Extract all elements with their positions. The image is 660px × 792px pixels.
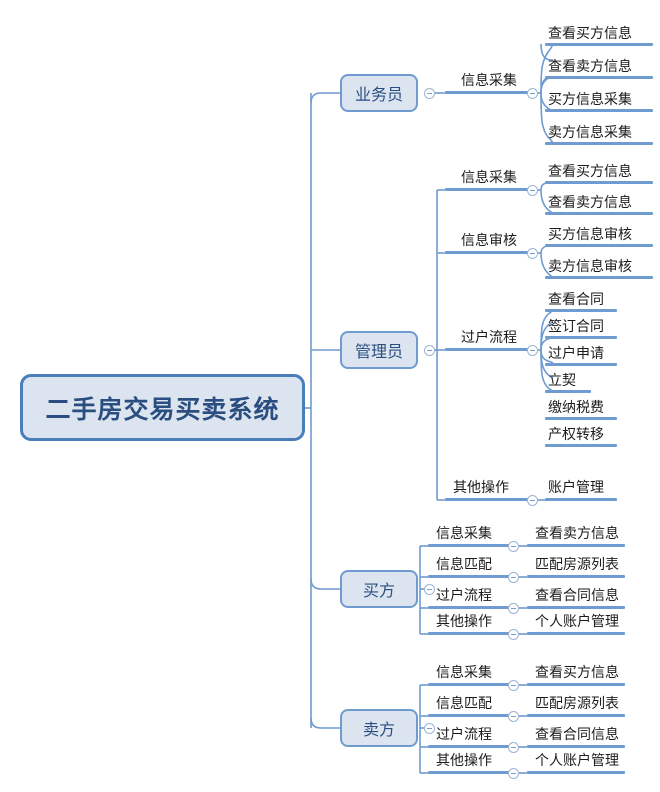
leaf-label[interactable]: 个人账户管理 (535, 752, 619, 768)
topic-underline (445, 348, 533, 351)
collapse-toggle-icon[interactable] (527, 495, 538, 506)
collapse-toggle-icon[interactable] (508, 711, 519, 722)
collapse-toggle-icon[interactable] (527, 185, 538, 196)
branch-node-salesperson[interactable]: 业务员 (340, 74, 418, 112)
collapse-toggle-icon[interactable] (508, 680, 519, 691)
topic-label[interactable]: 信息采集 (436, 525, 492, 541)
leaf-underline (545, 417, 617, 420)
leaf-label[interactable]: 过户申请 (548, 345, 604, 361)
leaf-label[interactable]: 查看合同信息 (535, 726, 619, 742)
topic-label[interactable]: 信息匹配 (436, 695, 492, 711)
leaf-underline (545, 109, 653, 112)
leaf-label[interactable]: 立契 (548, 372, 576, 388)
collapse-toggle-icon[interactable] (527, 345, 538, 356)
leaf-label[interactable]: 买方信息审核 (548, 226, 632, 242)
leaf-underline (545, 390, 591, 393)
topic-label[interactable]: 过户流程 (436, 726, 492, 742)
topic-underline (428, 606, 518, 609)
leaf-label[interactable]: 卖方信息审核 (548, 258, 632, 274)
leaf-underline (545, 309, 617, 312)
leaf-label[interactable]: 查看买方信息 (548, 163, 632, 179)
leaf-underline (545, 244, 653, 247)
collapse-toggle-icon[interactable] (527, 88, 538, 99)
leaf-underline (545, 142, 653, 145)
topic-label[interactable]: 信息采集 (461, 169, 517, 185)
collapse-toggle-icon[interactable] (424, 584, 435, 595)
topic-underline (445, 188, 533, 191)
topic-underline (428, 575, 518, 578)
leaf-label[interactable]: 查看卖方信息 (548, 58, 632, 74)
leaf-label[interactable]: 查看合同信息 (535, 587, 619, 603)
leaf-underline (527, 745, 625, 748)
leaf-underline (545, 336, 617, 339)
leaf-underline (545, 181, 653, 184)
leaf-label[interactable]: 查看卖方信息 (548, 194, 632, 210)
leaf-label[interactable]: 查看买方信息 (548, 25, 632, 41)
leaf-underline (545, 444, 617, 447)
topic-label[interactable]: 其他操作 (453, 479, 509, 495)
collapse-toggle-icon[interactable] (424, 88, 435, 99)
branch-node-administrator[interactable]: 管理员 (340, 331, 418, 369)
topic-underline (428, 771, 518, 774)
topic-underline (428, 745, 518, 748)
collapse-toggle-icon[interactable] (508, 572, 519, 583)
leaf-underline (527, 544, 625, 547)
topic-label[interactable]: 其他操作 (436, 613, 492, 629)
topic-label[interactable]: 信息采集 (436, 664, 492, 680)
collapse-toggle-icon[interactable] (527, 248, 538, 259)
topic-label[interactable]: 过户流程 (436, 587, 492, 603)
leaf-label[interactable]: 卖方信息采集 (548, 124, 632, 140)
topic-label[interactable]: 信息匹配 (436, 556, 492, 572)
collapse-toggle-icon[interactable] (424, 345, 435, 356)
leaf-underline (545, 43, 653, 46)
collapse-toggle-icon[interactable] (508, 629, 519, 640)
leaf-underline (545, 76, 653, 79)
leaf-underline (527, 575, 625, 578)
collapse-toggle-icon[interactable] (508, 603, 519, 614)
leaf-underline (527, 683, 625, 686)
leaf-underline (545, 498, 617, 501)
topic-label[interactable]: 过户流程 (461, 329, 517, 345)
topic-label[interactable]: 信息审核 (461, 232, 517, 248)
leaf-underline (527, 714, 625, 717)
leaf-label[interactable]: 查看合同 (548, 291, 604, 307)
leaf-underline (545, 212, 653, 215)
topic-underline (428, 683, 518, 686)
leaf-label[interactable]: 账户管理 (548, 479, 604, 495)
topic-underline (428, 544, 518, 547)
leaf-label[interactable]: 个人账户管理 (535, 613, 619, 629)
topic-underline (445, 91, 533, 94)
leaf-underline (527, 771, 625, 774)
topic-label[interactable]: 信息采集 (461, 72, 517, 88)
leaf-underline (527, 606, 625, 609)
branch-node-seller[interactable]: 卖方 (340, 709, 418, 747)
leaf-label[interactable]: 匹配房源列表 (535, 695, 619, 711)
leaf-label[interactable]: 匹配房源列表 (535, 556, 619, 572)
topic-underline (445, 251, 533, 254)
collapse-toggle-icon[interactable] (508, 742, 519, 753)
leaf-underline (527, 632, 625, 635)
collapse-toggle-icon[interactable] (424, 723, 435, 734)
collapse-toggle-icon[interactable] (508, 768, 519, 779)
topic-label[interactable]: 其他操作 (436, 752, 492, 768)
leaf-label[interactable]: 查看买方信息 (535, 664, 619, 680)
collapse-toggle-icon[interactable] (508, 541, 519, 552)
topic-underline (445, 498, 533, 501)
leaf-underline (545, 363, 617, 366)
branch-node-buyer[interactable]: 买方 (340, 570, 418, 608)
leaf-label[interactable]: 缴纳税费 (548, 399, 604, 415)
leaf-underline (545, 276, 653, 279)
root-node[interactable]: 二手房交易买卖系统 (20, 374, 305, 441)
leaf-label[interactable]: 产权转移 (548, 426, 604, 442)
topic-underline (428, 632, 518, 635)
topic-underline (428, 714, 518, 717)
leaf-label[interactable]: 签订合同 (548, 318, 604, 334)
leaf-label[interactable]: 买方信息采集 (548, 91, 632, 107)
leaf-label[interactable]: 查看卖方信息 (535, 525, 619, 541)
